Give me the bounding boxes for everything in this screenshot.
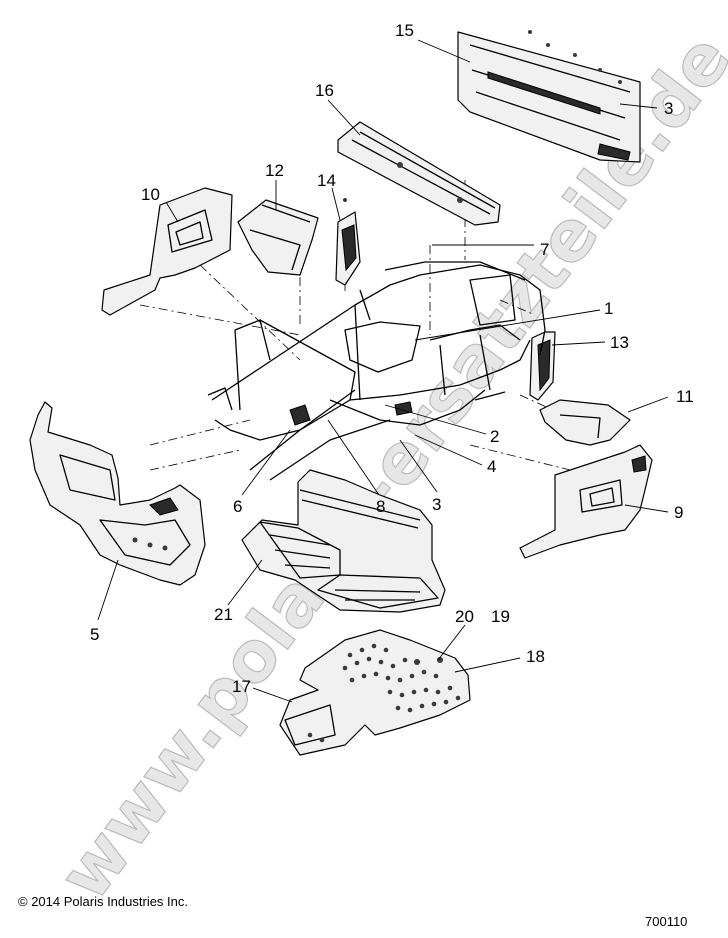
callout-19: 19 — [491, 607, 510, 626]
callout-5: 5 — [90, 625, 99, 644]
callout-6: 6 — [233, 497, 242, 516]
callout-labels: 15 3 16 10 12 14 7 1 13 11 2 4 3 8 6 9 5… — [90, 21, 694, 696]
callout-17: 17 — [232, 677, 251, 696]
callout-10: 10 — [141, 185, 160, 204]
callout-14: 14 — [317, 171, 336, 190]
part-15-rear-panel — [457, 30, 641, 163]
part-10-left-side-panel — [101, 187, 233, 316]
part-11-storage-bin — [539, 399, 631, 446]
callout-16: 16 — [315, 81, 334, 100]
part-16-cross-member — [337, 121, 501, 226]
part-17-18-skid-plate — [279, 629, 471, 756]
part-14-side-guard — [335, 198, 361, 286]
alignment-lines — [139, 180, 576, 471]
callout-4: 4 — [487, 457, 496, 476]
part-12-storage-bin — [237, 199, 319, 276]
copyright-notice: © 2014 Polaris Industries Inc. — [18, 894, 188, 909]
part-5-front-floor — [29, 401, 206, 586]
figure-number: 700110 — [645, 914, 688, 929]
callout-9: 9 — [674, 503, 683, 522]
leader-lines — [97, 39, 669, 703]
part-9-right-side-panel — [519, 444, 653, 559]
callout-7: 7 — [540, 240, 549, 259]
callout-15: 15 — [395, 21, 414, 40]
callout-3-mid: 3 — [432, 495, 441, 514]
callout-20: 20 — [455, 607, 474, 626]
callout-3-top: 3 — [664, 99, 673, 118]
callout-2: 2 — [490, 427, 499, 446]
callout-8: 8 — [376, 497, 385, 516]
skid-plate-holes — [307, 643, 461, 743]
callout-1: 1 — [604, 299, 613, 318]
callout-11: 11 — [676, 387, 694, 406]
part-21-floor-pan — [241, 469, 446, 613]
callout-21: 21 — [214, 605, 233, 624]
callout-13: 13 — [610, 333, 629, 352]
part-1-main-frame — [207, 261, 546, 481]
callout-18: 18 — [526, 647, 545, 666]
callout-12: 12 — [265, 161, 284, 180]
